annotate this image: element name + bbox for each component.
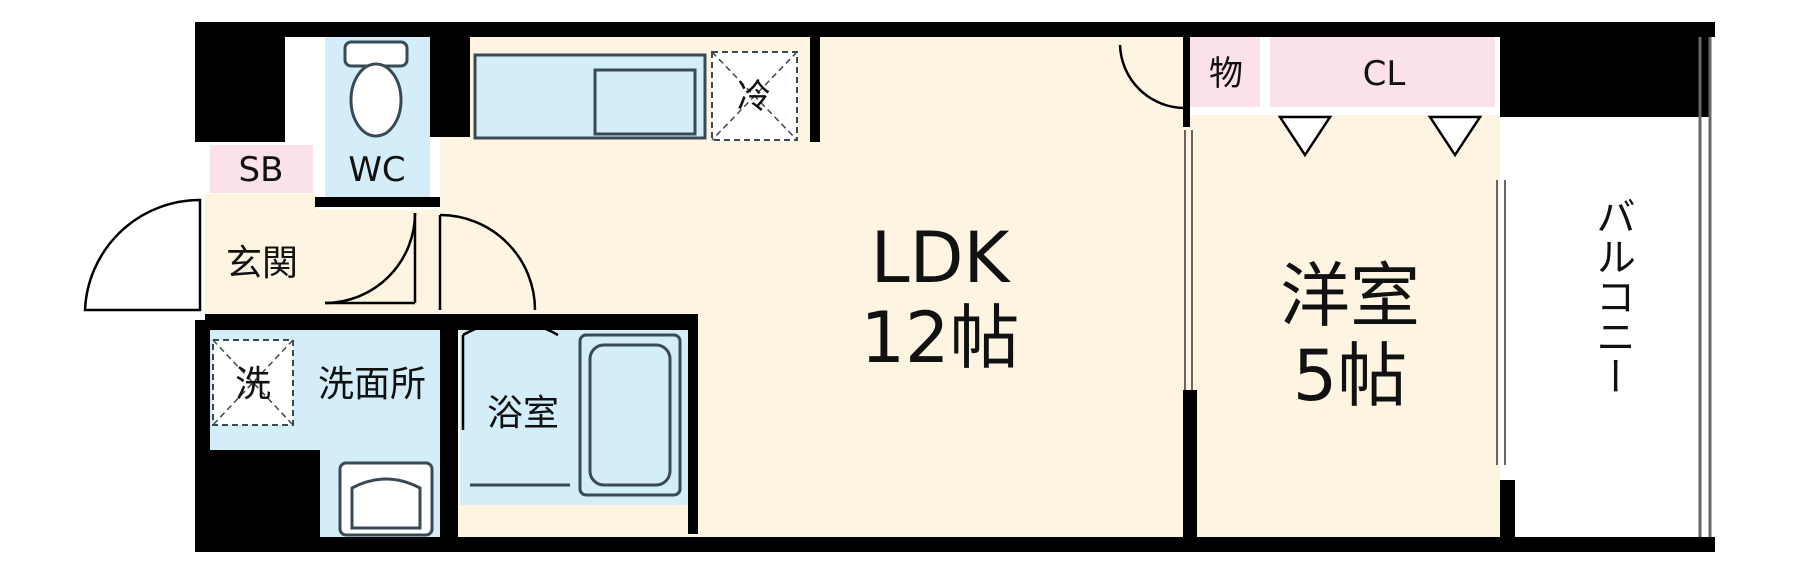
kitchen-counter [473, 53, 707, 140]
washroom-label: 洗面所 [318, 364, 426, 405]
washer-label: 洗 [235, 364, 271, 405]
closet-label: CL [1363, 54, 1406, 94]
fridge-space [711, 51, 798, 141]
closet-door-markers [1277, 115, 1483, 158]
western-room-size-label: 5帖 [1293, 335, 1408, 417]
balcony-label: バルコニー [1589, 196, 1635, 396]
storage-label: 物 [1209, 54, 1243, 94]
balcony-railing [1698, 37, 1712, 537]
wc-label: WC [348, 150, 405, 190]
western-room-door [1118, 44, 1187, 110]
entrance-door [83, 198, 202, 312]
balcony-window [1496, 180, 1506, 465]
balcony-floor [1510, 37, 1710, 537]
bathtub-fixture [470, 333, 682, 497]
ldk-name-label: LDK [871, 217, 1012, 299]
sb-box [210, 145, 313, 193]
genkan-floor [205, 194, 315, 314]
washbasin-fixture [338, 461, 434, 537]
toilet-fixture [343, 40, 409, 138]
storage-box [1190, 37, 1260, 107]
genkan-label: 玄関 [226, 243, 298, 284]
ldk-entry-door [438, 213, 537, 311]
fridge-label: 冷 [737, 77, 771, 117]
western-room-floor [1190, 115, 1500, 537]
wc-door [324, 212, 417, 305]
ldk-size-label: 12帖 [860, 297, 1019, 379]
sliding-partition [1184, 130, 1193, 390]
bath-label: 浴室 [487, 393, 559, 434]
washing-machine-space [212, 339, 294, 426]
walls [195, 22, 1715, 552]
western-room-name-label: 洋室 [1280, 255, 1420, 337]
sb-label: SB [239, 150, 284, 190]
bathroom-door [461, 321, 559, 430]
closet-box [1270, 37, 1495, 107]
